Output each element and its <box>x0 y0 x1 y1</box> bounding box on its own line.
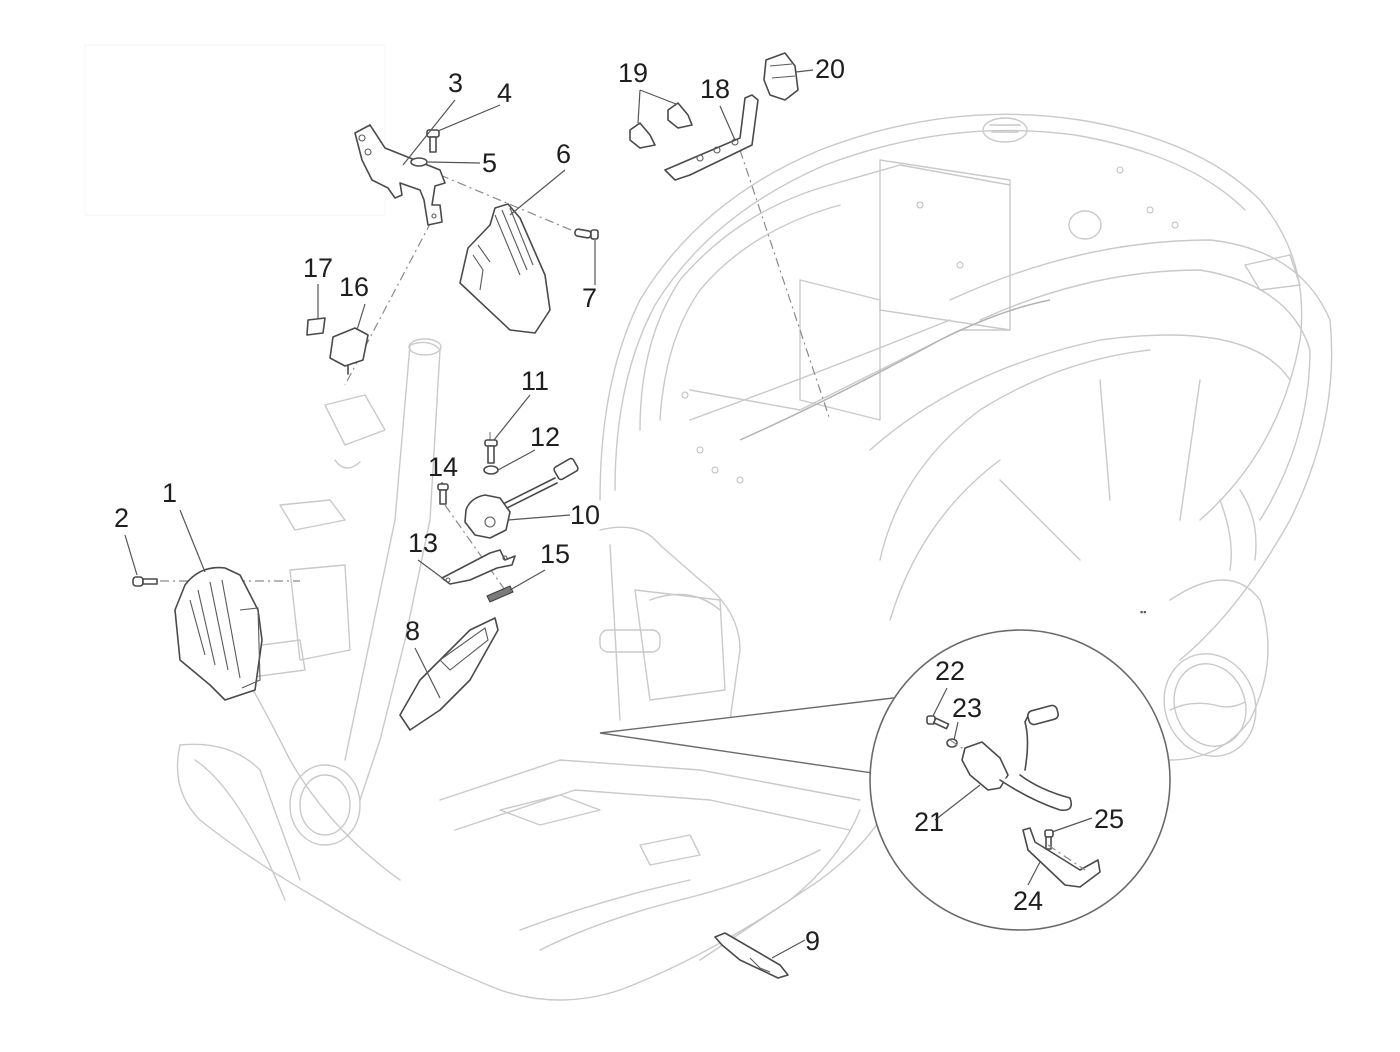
callout-label-23[interactable]: 23 <box>952 693 982 723</box>
leader-line-1 <box>179 509 206 573</box>
callout-label-6[interactable]: 6 <box>556 139 571 169</box>
leader-line-20 <box>795 69 814 73</box>
callout-label-14[interactable]: 14 <box>428 452 458 482</box>
part-1-regulator[interactable] <box>174 566 263 701</box>
part-18-relay-bracket[interactable] <box>664 94 759 181</box>
callout-label-24[interactable]: 24 <box>1013 886 1043 916</box>
leader-line-19 <box>637 89 641 124</box>
callout-label-4[interactable]: 4 <box>497 78 512 108</box>
callout-label-10[interactable]: 10 <box>570 500 600 530</box>
part-11-screw[interactable] <box>484 439 498 464</box>
callout-label-8[interactable]: 8 <box>405 616 420 646</box>
part-14-screw[interactable] <box>437 483 449 505</box>
leader-line-16 <box>356 303 366 331</box>
leader-line-6 <box>509 169 566 216</box>
detail-view <box>599 629 1171 931</box>
leader-line-24 <box>1027 861 1041 886</box>
leader-line-22 <box>932 687 948 717</box>
part-13-bracket[interactable] <box>441 549 516 585</box>
callout-label-16[interactable]: 16 <box>339 272 369 302</box>
callout-label-7[interactable]: 7 <box>582 283 597 313</box>
leader-line-2 <box>124 534 138 576</box>
watermark <box>84 44 386 216</box>
leader-line-15 <box>509 569 546 591</box>
part-12-washer[interactable] <box>483 465 499 475</box>
callout-label-2[interactable]: 2 <box>114 503 129 533</box>
part-16-relay[interactable] <box>329 327 369 375</box>
leader-line-8 <box>414 647 441 699</box>
leader-line-23 <box>953 721 959 741</box>
scooter-body: ▪▪ <box>176 113 1333 1001</box>
part-22-screw[interactable] <box>926 715 950 730</box>
part-2-screw[interactable] <box>132 576 158 587</box>
part-25-screw[interactable] <box>1044 829 1054 850</box>
callout-label-1[interactable]: 1 <box>162 478 177 508</box>
leader-line-9 <box>771 939 806 959</box>
callout-label-5[interactable]: 5 <box>482 148 497 178</box>
part-20-relay[interactable] <box>763 52 799 101</box>
svg-text:▪▪: ▪▪ <box>1140 607 1146 617</box>
leader-line-21 <box>934 784 981 821</box>
leader-line-12 <box>497 449 536 471</box>
leader-line-18 <box>719 105 736 141</box>
part-19-relay-holders[interactable] <box>629 102 693 149</box>
callout-label-12[interactable]: 12 <box>530 422 560 452</box>
callout-label-18[interactable]: 18 <box>700 74 730 104</box>
leader-line-5 <box>427 161 481 164</box>
part-10-sensor[interactable] <box>464 457 579 539</box>
part-24-coil-bracket[interactable] <box>1022 827 1101 888</box>
callout-label-21[interactable]: 21 <box>914 807 944 837</box>
callout-label-19[interactable]: 19 <box>618 58 648 88</box>
leader-line-19b <box>639 89 677 105</box>
callout-label-15[interactable]: 15 <box>540 539 570 569</box>
part-7-screw[interactable] <box>574 228 599 240</box>
leader-line-13 <box>417 559 446 581</box>
part-8-cover[interactable] <box>399 617 499 731</box>
callout-label-25[interactable]: 25 <box>1094 804 1124 834</box>
part-15-spring[interactable] <box>486 585 514 603</box>
leader-line-11 <box>493 394 531 441</box>
callout-label-11[interactable]: 11 <box>521 366 549 396</box>
part-23-washer[interactable] <box>946 738 958 748</box>
callout-label-9[interactable]: 9 <box>805 926 820 956</box>
leader-line-10 <box>507 514 571 521</box>
callout-label-20[interactable]: 20 <box>815 54 845 84</box>
leader-line-25 <box>1051 817 1093 833</box>
part-5-washer[interactable] <box>410 157 428 167</box>
leader-line-3 <box>402 99 456 166</box>
part-6-control-unit[interactable] <box>459 203 551 334</box>
leader-line-4 <box>437 104 501 132</box>
part-9-clip[interactable] <box>714 932 789 979</box>
callout-label-13[interactable]: 13 <box>408 528 438 558</box>
part-17-fuse[interactable] <box>306 317 326 336</box>
callout-label-22[interactable]: 22 <box>935 656 965 686</box>
callout-label-3[interactable]: 3 <box>448 68 463 98</box>
part-3-bracket[interactable] <box>354 124 446 226</box>
callout-label-17[interactable]: 17 <box>303 253 333 283</box>
part-21-ignition-coil[interactable] <box>961 704 1073 812</box>
